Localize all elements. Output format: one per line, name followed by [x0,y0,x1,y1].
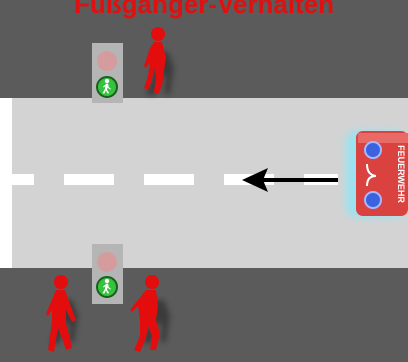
signal-red-icon [97,51,117,71]
page-title: Fußgänger-Verhalten [0,0,408,19]
traffic-light-top[interactable] [92,43,123,103]
truck-label: FEUERWEHR [396,145,406,203]
traffic-light-bottom[interactable] [92,244,123,304]
fire-truck[interactable]: FEUERWEHR [346,131,408,217]
road-left-edge [0,98,12,268]
siren-bottom-icon [365,192,381,208]
signal-red-icon [97,252,117,272]
siren-top-icon [365,142,381,158]
